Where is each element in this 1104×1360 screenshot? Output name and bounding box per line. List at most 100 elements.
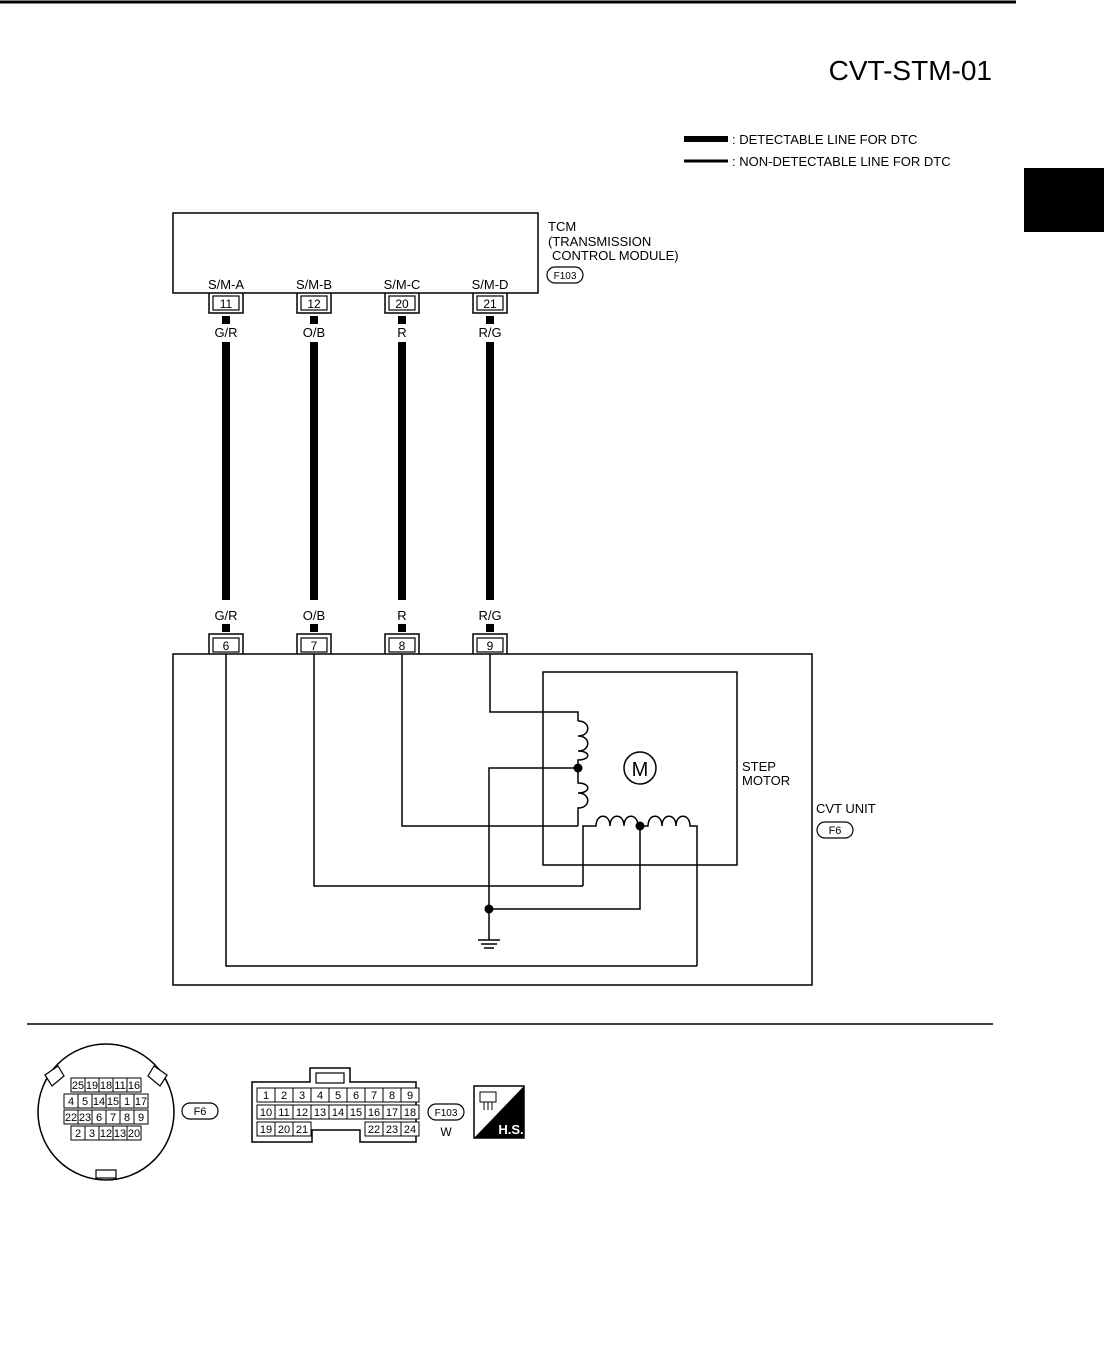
junction-dot [484,904,494,914]
pin-number: 16 [128,1080,140,1092]
tcm-connector-badge [546,266,584,284]
pin-number: 5 [335,1090,341,1102]
cvt-pin-number: 8 [399,639,406,653]
pin-number: 1 [124,1096,130,1108]
cvt-unit-box [172,653,813,986]
legend-detectable-text: : DETECTABLE LINE FOR DTC [732,132,917,147]
pin-number: 20 [128,1128,140,1140]
pin-number: 9 [407,1090,413,1102]
wire-color-label: R/G [478,608,501,623]
tcm-pin-number: 12 [307,297,321,311]
tcm-pin-11: 11 [208,293,244,314]
pin-cell [133,1109,149,1125]
legend: : DETECTABLE LINE FOR DTC : NON-DETECTAB… [684,132,951,169]
hs-label: H.S. [498,1122,523,1137]
tcm-terminal-label-sm-c: S/M-C [384,277,421,292]
junction-dot [635,821,645,831]
tcm-full-name-line1: (TRANSMISSION [548,234,651,249]
connector-pictogram-icon [479,1091,497,1110]
pin-cell [126,1077,142,1093]
pin-number: 17 [386,1107,398,1119]
wire-color-label: R [397,608,406,623]
cvt-pin-number: 7 [311,639,318,653]
wire-color-label: R [397,325,406,340]
step-motor-label-line1: STEP [742,759,776,774]
f6-connector-badge [181,1102,219,1120]
pin-number: 14 [332,1107,344,1119]
pin-number: 15 [107,1096,119,1108]
pin-number: 18 [100,1080,112,1092]
f6-connector-id: F6 [194,1106,207,1118]
pin-number: 13 [114,1128,126,1140]
pin-cell [400,1121,420,1137]
pin-number: 13 [314,1107,326,1119]
wire-color-label: G/R [214,608,237,623]
tcm-connector-id: F103 [554,271,577,282]
pin-number: 22 [65,1112,77,1124]
pin-number: 18 [404,1107,416,1119]
motor-symbol-letter: M [632,759,649,781]
tcm-pin-number: 21 [483,297,497,311]
cvt-pin-number: 9 [487,639,494,653]
legend-non-detectable-text: : NON-DETECTABLE LINE FOR DTC [732,154,951,169]
wire-color-label: O/B [303,608,325,623]
tcm-module: TCM (TRANSMISSION CONTROL MODULE) F103 S… [172,212,679,314]
pin-number: 24 [404,1124,416,1136]
pin-number: 12 [100,1128,112,1140]
pin-cell [400,1104,420,1120]
cvt-pin-8: 8 [384,633,420,654]
page-title: CVT-STM-01 [829,55,992,86]
pin-number: 1 [263,1090,269,1102]
pin-number: 9 [138,1112,144,1124]
pin-number: 19 [260,1124,272,1136]
tcm-box [172,212,539,294]
step-motor-label-line2: MOTOR [742,773,790,788]
cvt-pin-7: 7 [296,633,332,654]
pin-number: 20 [278,1124,290,1136]
pin-number: 21 [296,1124,308,1136]
motor-symbol-icon [623,751,657,785]
harness-wires: G/R O/B R R/G G/R O/B R R/G [214,316,502,632]
cvt-pin-6: 6 [208,633,244,654]
pin-number: 6 [353,1090,359,1102]
harness-side-icon: H.S. [473,1085,525,1139]
pin-number: 16 [368,1107,380,1119]
pin-number: 6 [96,1112,102,1124]
cvt-pin-number: 6 [223,639,230,653]
ground-icon [478,939,500,949]
tcm-pin-number: 20 [395,297,409,311]
pin-number: 25 [72,1080,84,1092]
pin-number: 2 [281,1090,287,1102]
pin-cell [292,1121,312,1137]
pin-number: 4 [68,1096,74,1108]
pin-number: 14 [93,1096,105,1108]
pin-number: 4 [317,1090,323,1102]
pin-number: 23 [386,1124,398,1136]
pin-number: 11 [278,1107,289,1119]
tcm-pin-20: 20 [384,293,420,314]
f103-connector-color: W [440,1125,452,1139]
tcm-terminal-label-sm-d: S/M-D [472,277,509,292]
junction-dot [573,763,583,773]
f6-connector-outline [37,1043,175,1181]
pin-number: 3 [299,1090,305,1102]
pin-number: 17 [135,1096,147,1108]
f103-connector-badge [427,1103,465,1121]
f103-connector-id: F103 [435,1108,458,1119]
tcm-terminal-label-sm-a: S/M-A [208,277,244,292]
pin-number: 3 [89,1128,95,1140]
wire-color-label: O/B [303,325,325,340]
tcm-pin-12: 12 [296,293,332,314]
tcm-name: TCM [548,219,576,234]
pin-number: 22 [368,1124,380,1136]
pin-cell [400,1087,420,1103]
f6-latch-left [44,1065,65,1087]
tcm-terminal-label-sm-b: S/M-B [296,277,332,292]
section-tab [1024,168,1104,232]
tcm-full-name-line2: CONTROL MODULE) [552,248,679,263]
